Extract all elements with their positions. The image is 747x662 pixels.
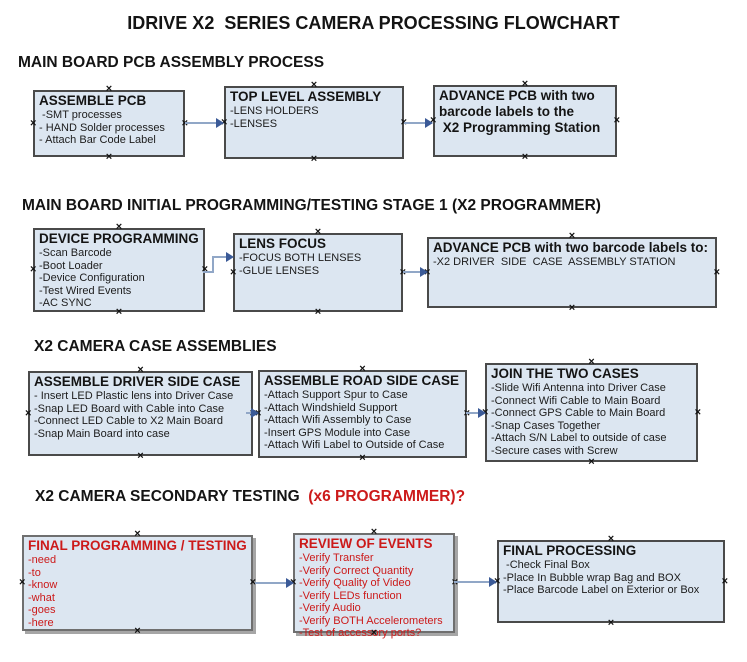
connection-point: × <box>400 267 406 278</box>
box-title: REVIEW OF EVENTS <box>299 536 433 551</box>
box-title: ASSEMBLE DRIVER SIDE CASE <box>34 374 241 389</box>
connection-point: × <box>134 625 141 637</box>
flow-box-assemble-pcb[interactable]: ASSEMBLE PCB -SMT processes - HAND Solde… <box>30 84 188 163</box>
connection-point: × <box>19 576 26 589</box>
connection-point: × <box>568 230 576 242</box>
connector-arrow-6[interactable] <box>466 406 486 420</box>
section-heading-case-assemblies: X2 CAMERA CASE ASSEMBLIES <box>34 338 277 355</box>
box-body: -Slide Wifi Antenna into Driver Case -Co… <box>491 382 667 457</box>
box-body: -X2 DRIVER SIDE CASE ASSEMBLY STATION <box>433 256 676 268</box>
box-body: -LENS HOLDERS -LENSES <box>230 105 319 130</box>
box-body: - Insert LED Plastic lens into Driver Ca… <box>34 390 234 440</box>
connection-point: × <box>30 117 37 129</box>
connection-point: × <box>370 526 378 538</box>
connection-point: × <box>401 117 407 128</box>
flow-box-device-programming[interactable]: DEVICE PROGRAMMING -Scan Barcode -Boot L… <box>30 222 208 318</box>
section-heading-secondary-testing: X2 CAMERA SECONDARY TESTING (x6 PROGRAMM… <box>35 488 465 506</box>
connection-point: × <box>370 627 378 639</box>
connection-point: × <box>613 114 620 127</box>
box-title: TOP LEVEL ASSEMBLY <box>230 89 382 104</box>
box-body: -FOCUS BOTH LENSES -GLUE LENSES <box>239 252 362 277</box>
connection-point: × <box>105 83 113 95</box>
box-title: ADVANCE PCB with two barcode labels to: <box>433 240 709 255</box>
box-title: FINAL PROGRAMMING / TESTING <box>28 538 247 553</box>
connection-point: × <box>588 456 595 468</box>
box-body: -SMT processes - HAND Solder processes -… <box>39 109 165 146</box>
connection-point: × <box>310 79 318 91</box>
connection-point: × <box>230 266 237 278</box>
box-title: DEVICE PROGRAMMING <box>39 231 199 246</box>
box-body: -Attach Support Spur to Case -Attach Win… <box>264 389 445 451</box>
connection-point: × <box>115 221 123 233</box>
connection-point: × <box>607 533 615 545</box>
connection-point: × <box>694 406 701 418</box>
connection-point: × <box>25 407 32 419</box>
connector-arrow-7[interactable] <box>255 576 294 590</box>
flow-box-advance-to-programming-station[interactable]: ADVANCE PCB with two barcode labels to t… <box>430 79 620 163</box>
flow-box-advance-to-driver-side-case-station[interactable]: ADVANCE PCB with two barcode labels to: … <box>424 231 720 314</box>
flow-box-final-programming-testing[interactable]: FINAL PROGRAMMING / TESTING -need -to -k… <box>19 529 256 637</box>
connection-point: × <box>588 356 595 368</box>
connection-point: × <box>521 151 529 163</box>
box-title: ASSEMBLE PCB <box>39 93 147 108</box>
connection-point: × <box>115 306 123 318</box>
connector-arrow-4[interactable] <box>403 265 428 279</box>
section-heading-secondary-testing-red: (x6 PROGRAMMER)? <box>304 488 466 505</box>
connection-point: × <box>137 364 144 376</box>
connection-point: × <box>568 302 576 314</box>
box-body: -Check Final Box -Place In Bubble wrap B… <box>503 559 700 596</box>
connector-arrow-1[interactable] <box>185 116 224 130</box>
connection-point: × <box>310 153 318 165</box>
connection-point: × <box>134 528 141 540</box>
box-title: JOIN THE TWO CASES <box>491 366 639 381</box>
connector-arrow-2[interactable] <box>404 116 433 130</box>
flow-box-lens-focus[interactable]: LENS FOCUS -FOCUS BOTH LENSES -GLUE LENS… <box>230 227 406 318</box>
connection-point: × <box>137 450 144 462</box>
box-title: FINAL PROCESSING <box>503 543 637 558</box>
flow-box-review-of-events[interactable]: REVIEW OF EVENTS -Verify Transfer -Verif… <box>290 527 458 640</box>
flow-box-join-the-two-cases[interactable]: JOIN THE TWO CASES -Slide Wifi Antenna i… <box>482 357 701 468</box>
flow-box-assemble-road-side-case[interactable]: ASSEMBLE ROAD SIDE CASE -Attach Support … <box>255 364 470 464</box>
connection-point: × <box>249 576 256 589</box>
box-body: -need -to -know -what -goes -here <box>28 554 58 629</box>
flow-box-top-level-assembly[interactable]: TOP LEVEL ASSEMBLY -LENS HOLDERS -LENSES… <box>221 80 407 165</box>
connection-point: × <box>30 263 37 276</box>
connection-point: × <box>359 363 366 375</box>
section-heading-initial-programming: MAIN BOARD INITIAL PROGRAMMING/TESTING S… <box>22 197 601 214</box>
flow-box-final-processing[interactable]: FINAL PROCESSING -Check Final Box -Place… <box>494 534 728 629</box>
connection-point: × <box>721 575 728 587</box>
connection-point: × <box>521 78 529 90</box>
connection-point: × <box>430 114 437 127</box>
connection-point: × <box>221 116 228 128</box>
connection-point: × <box>105 151 113 163</box>
box-title: LENS FOCUS <box>239 236 327 251</box>
box-body: -Verify Transfer -Verify Correct Quantit… <box>299 552 443 639</box>
connection-point: × <box>314 226 322 238</box>
connection-point: × <box>607 617 615 629</box>
section-heading-secondary-testing-black: X2 CAMERA SECONDARY TESTING <box>35 488 304 505</box>
connection-point: × <box>359 452 366 464</box>
connection-point: × <box>314 306 322 318</box>
box-title: ADVANCE PCB with two barcode labels to t… <box>439 88 601 135</box>
connector-arrow-3[interactable] <box>203 252 234 278</box>
box-title: ASSEMBLE ROAD SIDE CASE <box>264 373 460 388</box>
connection-point: × <box>201 263 208 276</box>
box-body: -Scan Barcode -Boot Loader -Device Confi… <box>39 247 145 309</box>
connection-point: × <box>182 118 188 129</box>
connection-point: × <box>494 575 501 587</box>
section-heading-pcb-assembly: MAIN BOARD PCB ASSEMBLY PROCESS <box>18 54 325 71</box>
connection-point: × <box>713 266 720 278</box>
flow-box-assemble-driver-side-case[interactable]: ASSEMBLE DRIVER SIDE CASE - Insert LED P… <box>25 365 256 462</box>
connector-arrow-5[interactable] <box>246 406 259 420</box>
connector-arrow-8[interactable] <box>454 575 497 589</box>
page-title: IDRIVE X2 SERIES CAMERA PROCESSING FLOWC… <box>127 13 620 33</box>
